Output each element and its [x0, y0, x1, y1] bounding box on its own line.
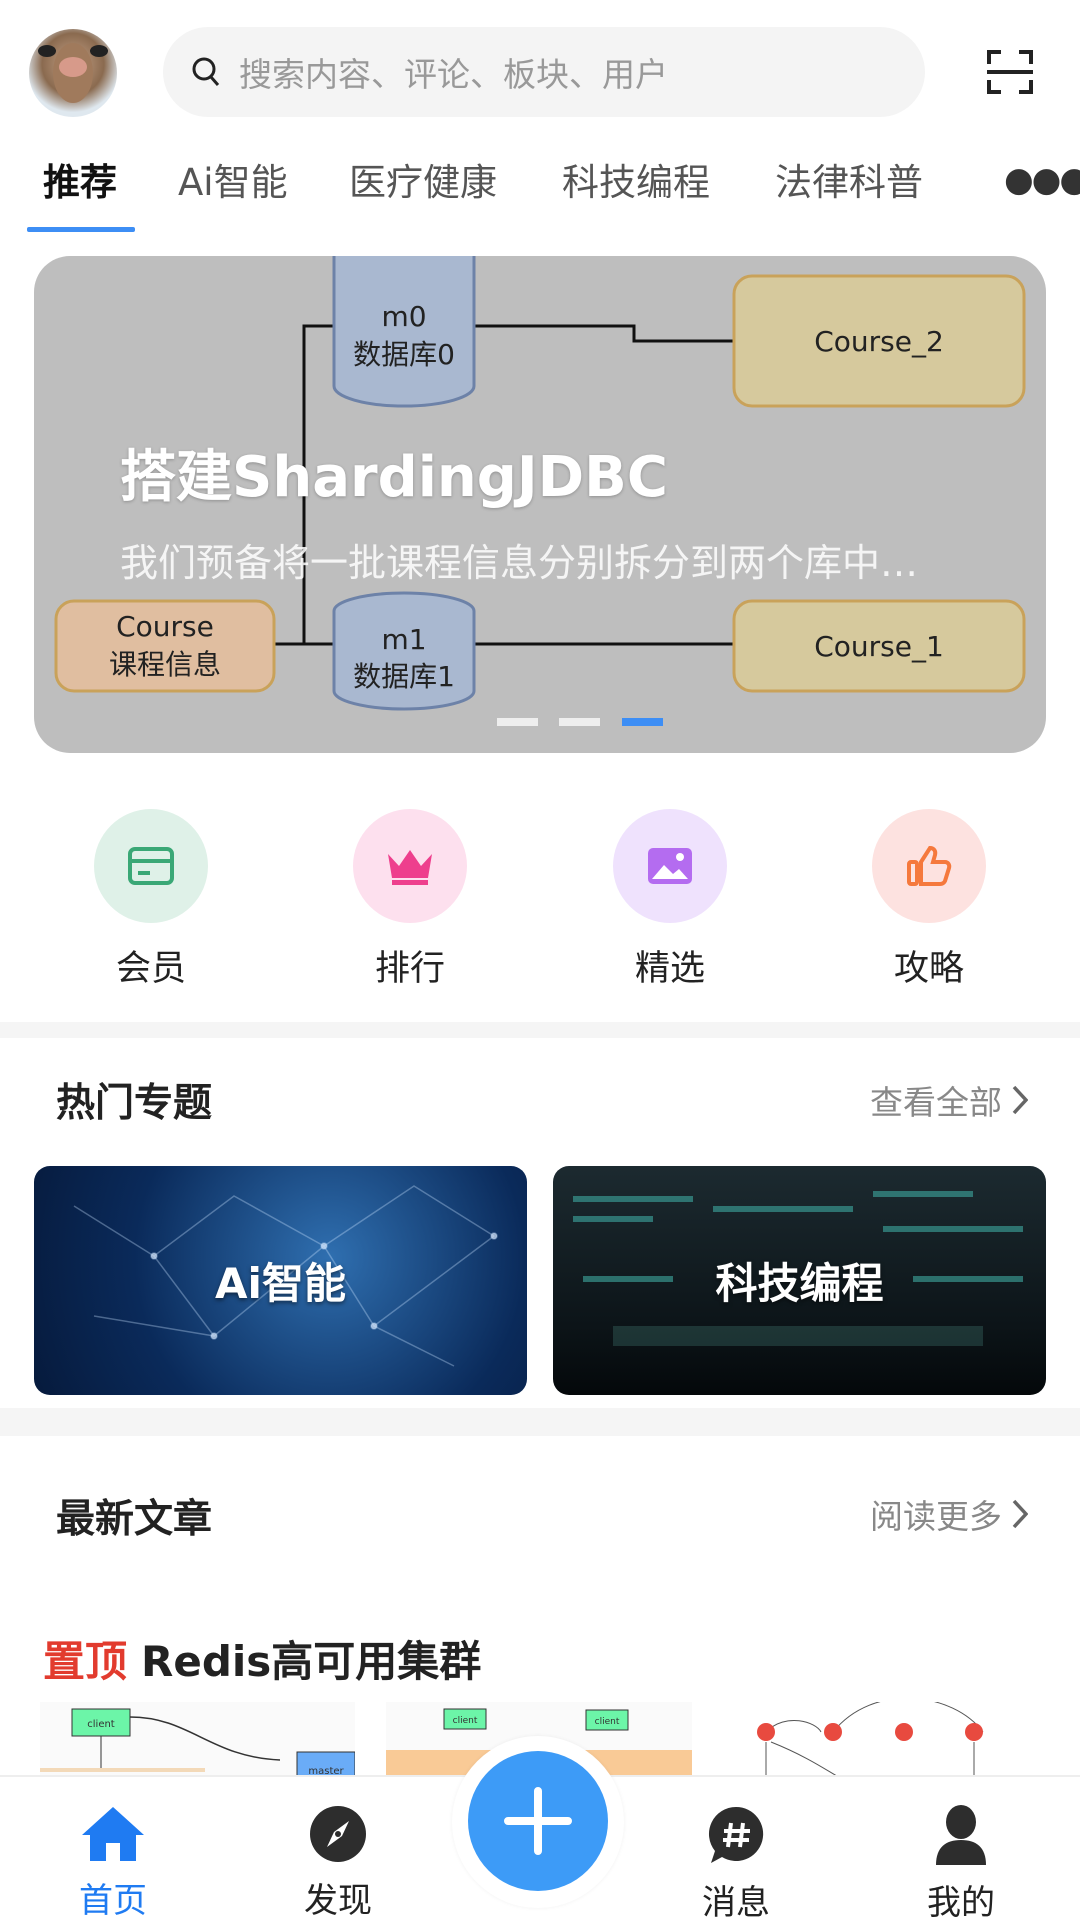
ranking-button[interactable]	[353, 809, 467, 923]
banner-subtitle: 我们预备将一批课程信息分别拆分到两个库中，每个库中的表再拆分	[120, 541, 950, 585]
nav-discover[interactable]: 发现	[263, 1805, 413, 1922]
network-pattern	[73, 1185, 498, 1367]
nav-messages-label: 消息	[702, 1883, 770, 1923]
svg-text:Course: Course	[116, 610, 214, 643]
carousel-dot-active[interactable]	[622, 718, 663, 726]
svg-text:数据库0: 数据库0	[353, 338, 455, 371]
svg-text:m0: m0	[381, 300, 426, 333]
nav-messages[interactable]: 消息	[661, 1805, 811, 1924]
nav-discover-label: 发现	[304, 1881, 372, 1921]
tab-tech[interactable]: 科技编程	[562, 161, 710, 204]
topic-label: 科技编程	[715, 1259, 884, 1308]
topic-card-ai[interactable]: Ai智能	[34, 1166, 527, 1395]
svg-text:client: client	[595, 1717, 620, 1727]
svg-text:m1: m1	[381, 623, 426, 656]
image-icon	[648, 848, 692, 884]
articles-title: 最新文章	[56, 1497, 213, 1542]
crown-icon	[388, 850, 432, 885]
svg-text:数据库1: 数据库1	[353, 660, 455, 693]
guide-button[interactable]	[872, 809, 986, 923]
article-title-text: Redis高可用集群	[141, 1637, 482, 1686]
tab-recommend[interactable]: 推荐	[43, 161, 117, 204]
avatar[interactable]	[29, 29, 117, 117]
banner-title: 搭建ShardingJDBC	[120, 445, 668, 510]
featured-label: 精选	[634, 949, 705, 989]
divider	[0, 1022, 1080, 1038]
view-all-label: 查看全部	[870, 1083, 1002, 1122]
guide-label: 攻略	[893, 949, 964, 989]
carousel-dot[interactable]	[497, 718, 538, 726]
card-icon	[128, 847, 174, 885]
svg-text:Course_2: Course_2	[814, 325, 944, 358]
articles-read-more-link[interactable]: 阅读更多	[870, 1490, 1028, 1538]
tab-indicator	[27, 227, 135, 232]
topics-view-all-link[interactable]: 查看全部	[870, 1076, 1028, 1124]
chevron-right-icon	[1012, 1499, 1028, 1529]
read-more-label: 阅读更多	[870, 1497, 1002, 1536]
svg-text:client: client	[453, 1716, 478, 1726]
featured-button[interactable]	[613, 809, 727, 923]
plus-icon	[504, 1787, 572, 1855]
svg-text:Course_1: Course_1	[814, 630, 944, 663]
nav-home[interactable]: 首页	[38, 1805, 188, 1922]
scan-icon[interactable]	[985, 48, 1035, 96]
create-post-button[interactable]	[468, 1751, 608, 1891]
message-hash-icon	[708, 1806, 764, 1863]
svg-text:client: client	[87, 1719, 115, 1730]
chevron-right-icon	[1012, 1085, 1028, 1115]
topic-card-tech[interactable]: 科技编程	[553, 1166, 1046, 1395]
nav-home-label: 首页	[79, 1881, 147, 1921]
topics-title: 热门专题	[56, 1081, 213, 1126]
member-label: 会员	[115, 949, 186, 989]
tab-law[interactable]: 法律科普	[775, 161, 923, 204]
ranking-label: 排行	[374, 949, 445, 989]
code-pattern	[573, 1191, 1023, 1346]
tab-ai[interactable]: Ai智能	[178, 161, 288, 204]
pinned-article-title[interactable]: 置顶 Redis高可用集群	[43, 1628, 481, 1689]
carousel-dot[interactable]	[559, 718, 600, 726]
member-button[interactable]	[94, 809, 208, 923]
search-input[interactable]: 搜索内容、评论、板块、用户	[163, 27, 925, 117]
banner-carousel[interactable]: Course 课程信息 m0 数据库0 m1 数据库1 Course_2 Cou…	[34, 256, 1046, 753]
more-tabs-icon[interactable]: ●●●	[1004, 160, 1080, 200]
divider	[0, 1408, 1080, 1436]
search-placeholder: 搜索内容、评论、板块、用户	[239, 55, 668, 94]
user-icon	[936, 1805, 986, 1865]
thumbs-up-icon	[907, 845, 952, 886]
topic-label: Ai智能	[215, 1259, 346, 1308]
banner-diagram: Course 课程信息 m0 数据库0 m1 数据库1 Course_2 Cou…	[34, 256, 1046, 753]
compass-icon	[310, 1806, 366, 1862]
article-thumb[interactable]	[731, 1702, 1041, 1782]
search-icon	[192, 57, 220, 86]
pinned-tag: 置顶	[43, 1637, 128, 1686]
article-thumb[interactable]: client master	[40, 1702, 355, 1782]
nav-profile-label: 我的	[927, 1883, 995, 1923]
tab-health[interactable]: 医疗健康	[349, 161, 497, 204]
nav-profile[interactable]: 我的	[886, 1805, 1036, 1924]
home-icon	[82, 1807, 144, 1861]
svg-text:master: master	[308, 1766, 344, 1777]
svg-text:课程信息: 课程信息	[109, 648, 221, 681]
